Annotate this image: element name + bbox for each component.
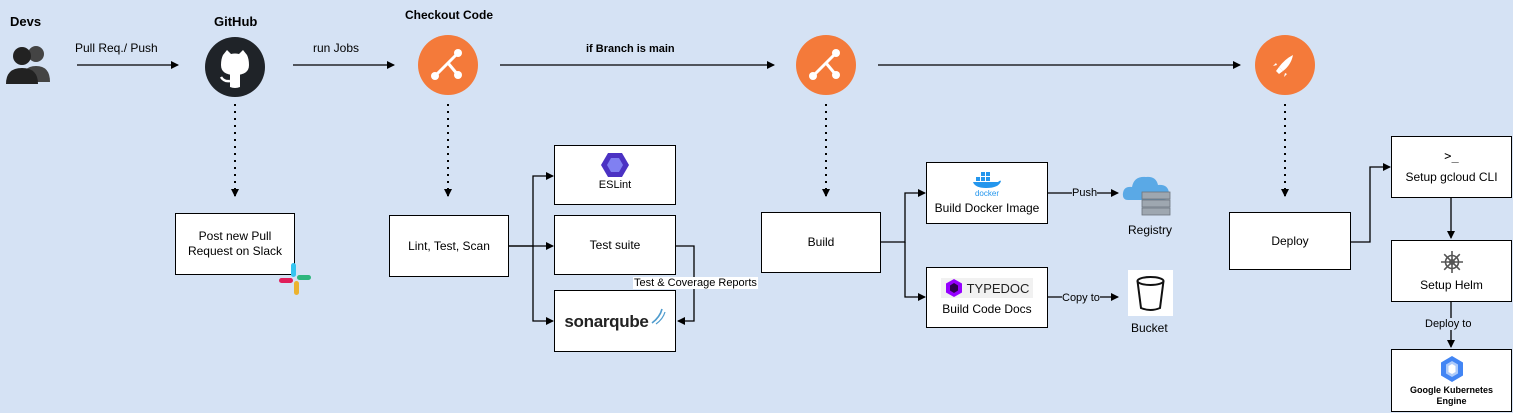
cloud-registry-icon: [1122, 176, 1171, 216]
github-icon: [205, 37, 265, 97]
helm-label: Setup Helm: [1420, 277, 1483, 292]
git-branch-icon: [796, 35, 856, 95]
terminal-icon: >_: [1444, 149, 1459, 163]
registry-label: Registry: [1128, 223, 1173, 237]
edge-label-pull-push: Pull Req./ Push: [75, 41, 158, 55]
gcloud-node: >_ Setup gcloud CLI: [1391, 136, 1512, 198]
build-docs-node: TYPEDOC Build Code Docs: [926, 267, 1048, 328]
edge-build-docs: [904, 242, 926, 301]
edge-label-push: Push: [1072, 187, 1098, 199]
slack-post-label: Post new Pull Request on Slack: [187, 229, 283, 258]
gke-icon: [1440, 355, 1463, 382]
git-branch-icon: [418, 35, 478, 95]
eslint-node: ESLint: [554, 145, 676, 205]
edge-build-docker: [880, 189, 926, 243]
eslint-icon: [601, 153, 629, 177]
eslint-label: ESLint: [598, 179, 632, 191]
docker-icon: [973, 171, 1001, 188]
helm-node: Setup Helm: [1391, 240, 1512, 302]
lint-label: Lint, Test, Scan: [408, 238, 490, 253]
devs-label: Devs: [10, 14, 42, 29]
build-docs-label: Build Code Docs: [942, 302, 1032, 316]
edge-lint-sonar: [532, 246, 554, 325]
test-suite-label: Test suite: [589, 237, 641, 252]
typedoc-logo: TYPEDOC: [940, 278, 1034, 298]
edge-deploy-gcloud: [1350, 163, 1391, 243]
edge-label-copy-to: Copy to: [1062, 292, 1100, 304]
gcloud-label: Setup gcloud CLI: [1405, 170, 1498, 184]
gke-label: Google Kubernetes Engine: [1409, 384, 1493, 406]
typedoc-word: TYPEDOC: [966, 280, 1030, 296]
sonar-wave-icon: [651, 308, 666, 325]
deploy-node: Deploy: [1229, 212, 1351, 270]
gke-node: Google Kubernetes Engine: [1391, 349, 1512, 412]
build-node: Build: [761, 212, 881, 273]
slack-icon: [279, 263, 311, 295]
sonarqube-logo-text: sonarqube: [564, 311, 649, 331]
build-label: Build: [807, 235, 835, 249]
checkout-label: Checkout Code: [405, 8, 494, 22]
helm-icon: [1440, 250, 1463, 273]
rocket-icon: [1255, 35, 1315, 95]
edge-label-deploy-to: Deploy to: [1425, 318, 1472, 330]
typedoc-icon: [945, 279, 962, 297]
bucket-icon: [1128, 270, 1173, 316]
users-icon: [6, 46, 50, 84]
deploy-label: Deploy: [1271, 233, 1309, 248]
test-suite-node: Test suite: [554, 215, 676, 275]
build-docker-node: docker Build Docker Image: [926, 162, 1048, 224]
docker-word: docker: [974, 188, 999, 198]
edge-label-run-jobs: run Jobs: [313, 41, 360, 55]
build-docker-label: Build Docker Image: [934, 200, 1040, 215]
github-label: GitHub: [214, 14, 258, 29]
edge-label-test-coverage: Test & Coverage Reports: [633, 277, 758, 289]
lint-node: Lint, Test, Scan: [389, 215, 509, 277]
sonarqube-node: sonarqube: [554, 290, 676, 352]
bucket-label: Bucket: [1131, 321, 1168, 335]
slack-post-node: Post new Pull Request on Slack: [175, 213, 295, 275]
edge-lint-eslint: [508, 172, 554, 247]
edge-label-if-main: if Branch is main: [586, 43, 675, 55]
